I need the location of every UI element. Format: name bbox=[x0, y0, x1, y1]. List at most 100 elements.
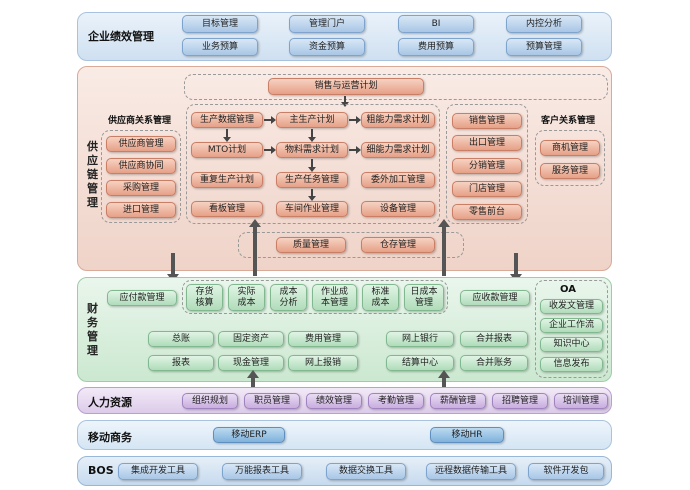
hr-item-org[interactable]: 组织规划 bbox=[182, 393, 238, 409]
bos-item-remote-transfer[interactable]: 远程数据传输工具 bbox=[426, 463, 516, 480]
enterprise-item-budget-mgmt[interactable]: 预算管理 bbox=[506, 38, 582, 56]
sales-plan-frame bbox=[184, 74, 608, 100]
payable-mgmt[interactable]: 应付款管理 bbox=[107, 290, 177, 306]
supplier-item-mgmt[interactable]: 供应商管理 bbox=[106, 136, 176, 152]
arrow-mrp-task bbox=[308, 159, 316, 172]
material-requirement-plan[interactable]: 物料需求计划 bbox=[276, 142, 348, 158]
costing-activity[interactable]: 作业成 本管理 bbox=[312, 284, 357, 311]
customer-item-service[interactable]: 服务管理 bbox=[540, 163, 600, 179]
customer-item-opportunity[interactable]: 商机管理 bbox=[540, 140, 600, 156]
enterprise-item-internal-control[interactable]: 内控分析 bbox=[506, 15, 582, 33]
sales-item-distribution[interactable]: 分销管理 bbox=[452, 158, 522, 174]
enterprise-item-fund-budget[interactable]: 资金预算 bbox=[289, 38, 365, 56]
oa-item-workflow[interactable]: 企业工作流 bbox=[540, 318, 603, 333]
sales-item-retail[interactable]: 零售前台 bbox=[452, 204, 522, 220]
supply-chain-title: 供应链管理 bbox=[87, 140, 98, 209]
hr-item-training[interactable]: 培训管理 bbox=[554, 393, 608, 409]
mobile-hr[interactable]: 移动HR bbox=[430, 427, 504, 443]
finance-consolidated-accounts[interactable]: 合并账务 bbox=[460, 355, 528, 371]
production-data-mgmt[interactable]: 生产数据管理 bbox=[191, 112, 263, 128]
bos-item-report-tools[interactable]: 万能报表工具 bbox=[222, 463, 302, 480]
arrow-mps-mrp bbox=[308, 129, 316, 142]
finance-online-reimburse[interactable]: 网上报销 bbox=[288, 355, 358, 371]
bos-item-data-exchange[interactable]: 数据交换工具 bbox=[326, 463, 406, 480]
costing-actual[interactable]: 实际 成本 bbox=[228, 284, 265, 311]
finance-settlement-center[interactable]: 结算中心 bbox=[386, 355, 454, 371]
finance-report[interactable]: 报表 bbox=[148, 355, 214, 371]
arrow-costing-warehouse bbox=[438, 219, 450, 276]
finance-expense[interactable]: 费用管理 bbox=[288, 331, 358, 347]
finance-cash[interactable]: 现金管理 bbox=[218, 355, 284, 371]
kanban-mgmt[interactable]: 看板管理 bbox=[191, 201, 263, 217]
mobile-title: 移动商务 bbox=[88, 431, 132, 444]
finance-fixed-assets[interactable]: 固定资产 bbox=[218, 331, 284, 347]
hr-title: 人力资源 bbox=[88, 396, 132, 409]
finance-online-bank[interactable]: 网上银行 bbox=[386, 331, 454, 347]
bos-item-sdk[interactable]: 软件开发包 bbox=[528, 463, 604, 480]
outsourcing-mgmt[interactable]: 委外加工管理 bbox=[361, 172, 435, 188]
supplier-item-purchase[interactable]: 采购管理 bbox=[106, 180, 176, 196]
arrow-hr-finance-right bbox=[438, 370, 450, 387]
production-task-mgmt[interactable]: 生产任务管理 bbox=[276, 172, 348, 188]
arrow-pdm-mps bbox=[264, 116, 276, 124]
finance-title: 财务管理 bbox=[87, 302, 98, 357]
warehouse-mgmt[interactable]: 仓存管理 bbox=[361, 237, 435, 253]
bos-item-integration-tools[interactable]: 集成开发工具 bbox=[118, 463, 198, 480]
supplier-frame bbox=[101, 130, 181, 223]
costing-inventory[interactable]: 存货 核算 bbox=[186, 284, 223, 311]
hr-item-performance[interactable]: 绩效管理 bbox=[306, 393, 362, 409]
costing-standard[interactable]: 标准 成本 bbox=[362, 284, 399, 311]
hr-item-staff[interactable]: 职员管理 bbox=[244, 393, 300, 409]
customer-frame bbox=[535, 130, 605, 186]
mobile-band bbox=[77, 420, 612, 450]
hr-item-recruitment[interactable]: 招聘管理 bbox=[492, 393, 548, 409]
quality-mgmt[interactable]: 质量管理 bbox=[276, 237, 346, 253]
sales-item-sales[interactable]: 销售管理 bbox=[452, 113, 522, 129]
finance-general-ledger[interactable]: 总账 bbox=[148, 331, 214, 347]
arrow-supplier-payable bbox=[167, 253, 179, 282]
production-frame bbox=[186, 104, 440, 224]
mto-plan[interactable]: MTO计划 bbox=[191, 142, 263, 158]
arrow-pdm-mto bbox=[223, 129, 231, 142]
sales-operations-plan[interactable]: 销售与运营计划 bbox=[268, 78, 424, 95]
costing-analysis[interactable]: 成本 分析 bbox=[270, 284, 307, 311]
supplier-item-collab[interactable]: 供应商协同 bbox=[106, 158, 176, 174]
enterprise-item-business-budget[interactable]: 业务预算 bbox=[182, 38, 258, 56]
oa-item-documents[interactable]: 收发文管理 bbox=[540, 299, 603, 314]
enterprise-item-portal[interactable]: 管理门户 bbox=[289, 15, 365, 33]
workshop-operation-mgmt[interactable]: 车间作业管理 bbox=[276, 201, 348, 217]
costing-frame bbox=[182, 280, 448, 314]
equipment-mgmt[interactable]: 设备管理 bbox=[361, 201, 435, 217]
hr-item-attendance[interactable]: 考勤管理 bbox=[368, 393, 424, 409]
arrow-costing-production bbox=[249, 219, 261, 276]
costing-daily[interactable]: 日成本 管理 bbox=[404, 284, 444, 311]
arrow-mrp-crp bbox=[349, 146, 361, 154]
arrow-mto-mrp bbox=[264, 146, 276, 154]
supplier-item-import[interactable]: 进口管理 bbox=[106, 202, 176, 218]
oa-item-publish[interactable]: 信息发布 bbox=[540, 357, 603, 372]
oa-item-knowledge[interactable]: 知识中心 bbox=[540, 337, 603, 352]
enterprise-title: 企业绩效管理 bbox=[88, 30, 154, 43]
master-production-plan[interactable]: 主生产计划 bbox=[276, 112, 348, 128]
receivable-mgmt[interactable]: 应收款管理 bbox=[460, 290, 530, 306]
arrow-plan-down bbox=[341, 96, 349, 107]
supplier-title: 供应商关系管理 bbox=[108, 116, 172, 126]
customer-title: 客户关系管理 bbox=[541, 116, 596, 126]
repetitive-production-plan[interactable]: 重复生产计划 bbox=[191, 172, 263, 188]
bos-title: BOS bbox=[88, 464, 114, 477]
arrow-mps-rccp bbox=[349, 116, 361, 124]
arrow-sales-receivable bbox=[510, 253, 522, 282]
detailed-capacity-plan[interactable]: 细能力需求计划 bbox=[361, 142, 435, 158]
sales-item-store[interactable]: 门店管理 bbox=[452, 181, 522, 197]
enterprise-item-bi[interactable]: BI bbox=[398, 15, 474, 33]
sales-frame bbox=[446, 104, 528, 224]
enterprise-item-expense-budget[interactable]: 费用预算 bbox=[398, 38, 474, 56]
sales-item-export[interactable]: 出口管理 bbox=[452, 135, 522, 151]
quality-frame bbox=[238, 232, 464, 258]
enterprise-item-target[interactable]: 目标管理 bbox=[182, 15, 258, 33]
arrow-hr-finance-left bbox=[247, 370, 259, 387]
rough-capacity-plan[interactable]: 粗能力需求计划 bbox=[361, 112, 435, 128]
hr-item-salary[interactable]: 薪酬管理 bbox=[430, 393, 486, 409]
mobile-erp[interactable]: 移动ERP bbox=[213, 427, 285, 443]
finance-consolidated-report[interactable]: 合并报表 bbox=[460, 331, 528, 347]
